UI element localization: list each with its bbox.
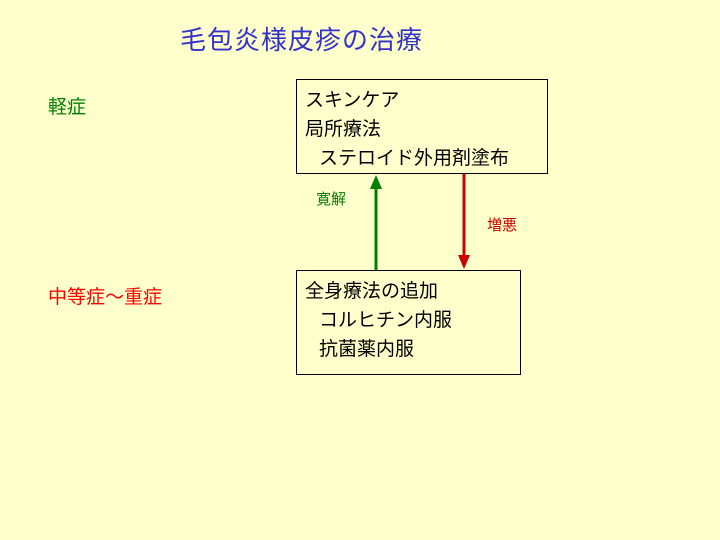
mild-treatment-box: スキンケア 局所療法 ステロイド外用剤塗布 bbox=[296, 79, 548, 174]
slide-title: 毛包炎様皮疹の治療 bbox=[180, 26, 424, 56]
treatment-line-local-therapy: 局所療法 bbox=[305, 118, 382, 140]
treatment-line-antibiotic: 抗菌薬内服 bbox=[319, 338, 415, 360]
remission-label: 寛解 bbox=[316, 190, 347, 208]
worsening-arrow bbox=[458, 174, 470, 269]
severe-treatment-box: 全身療法の追加 コルヒチン内服 抗菌薬内服 bbox=[296, 270, 521, 375]
treatment-line-steroid: ステロイド外用剤塗布 bbox=[319, 147, 510, 169]
severe-severity-label: 中等症～重症 bbox=[48, 286, 163, 308]
mild-severity-label: 軽症 bbox=[48, 96, 87, 118]
treatment-line-skincare: スキンケア bbox=[305, 89, 400, 111]
treatment-line-systemic: 全身療法の追加 bbox=[305, 280, 439, 302]
worsening-label: 増悪 bbox=[487, 216, 518, 234]
treatment-line-colchicine: コルヒチン内服 bbox=[319, 309, 453, 331]
remission-arrow bbox=[370, 175, 382, 270]
